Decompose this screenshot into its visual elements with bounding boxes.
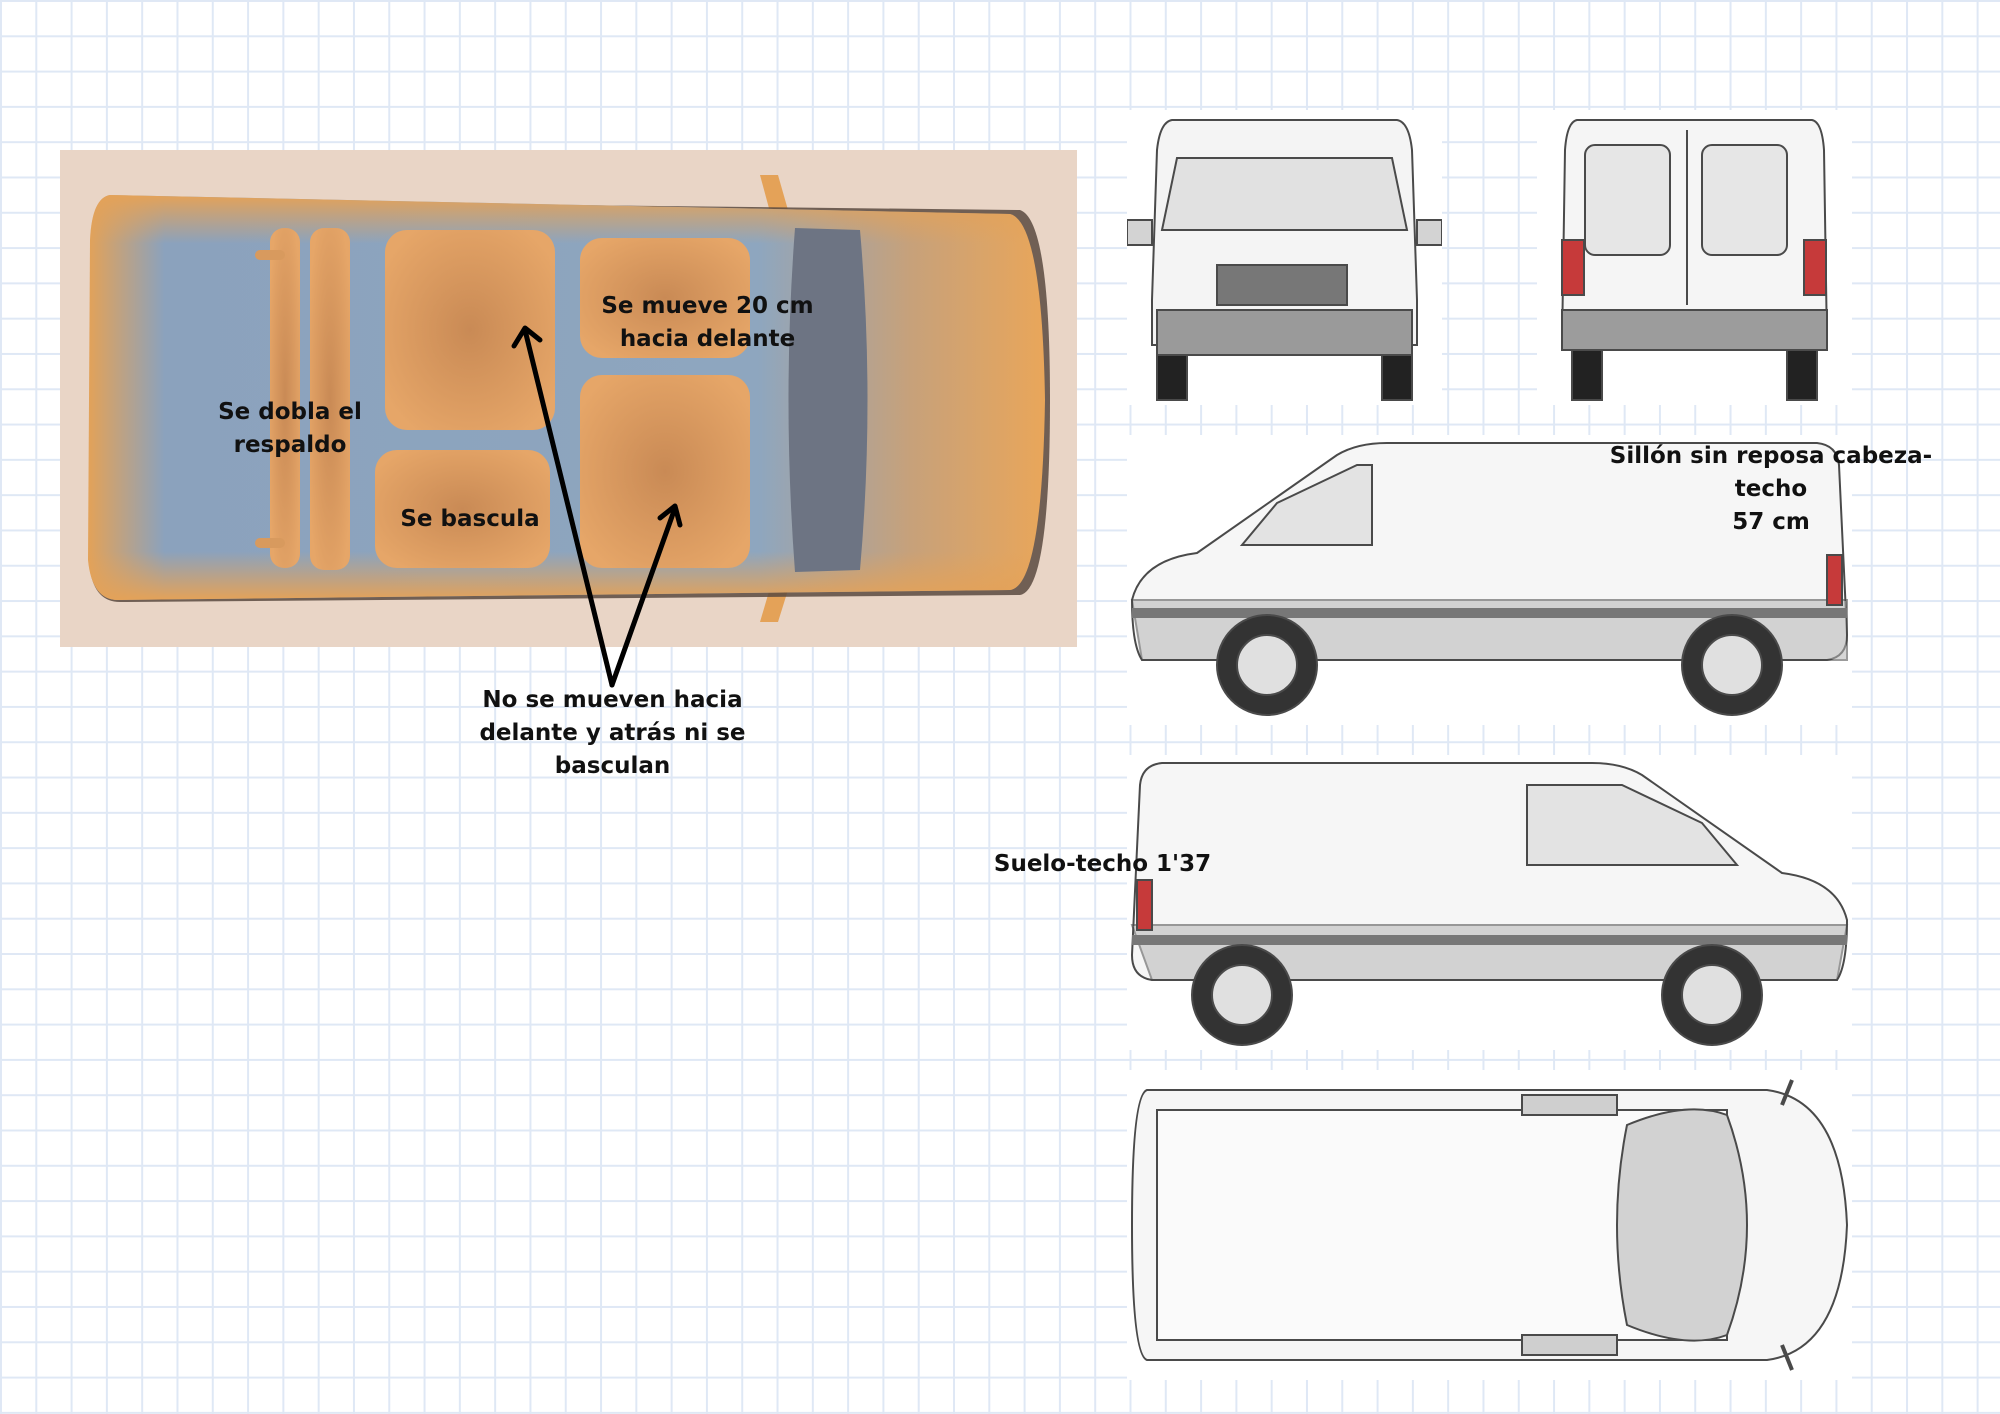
van-side-view-left	[1127, 435, 1852, 725]
label-no-move-line2: delante y atrás ni se	[479, 720, 746, 746]
van-side-view-right	[1127, 755, 1852, 1050]
van-rear-view	[1537, 110, 1852, 405]
rear-bench-back	[270, 228, 300, 568]
label-moves-forward-line2: hacia delante	[619, 326, 796, 352]
rear-bench-seat	[310, 228, 350, 570]
arrow-head-left	[511, 325, 543, 349]
label-no-move-line1: No se mueven hacia	[482, 687, 743, 713]
van-front-view	[1127, 110, 1442, 405]
label-tilts: Se bascula	[400, 506, 540, 532]
arrow-no-move-left	[522, 327, 615, 688]
label-no-move-line3: basculan	[554, 753, 671, 779]
front-seat-bottom	[580, 375, 750, 568]
van-top-view	[1127, 1070, 1852, 1380]
label-folds-backrest: Se dobla el respaldo	[210, 396, 370, 462]
rear-window-right	[1701, 144, 1788, 256]
side-window	[1239, 464, 1373, 546]
side-window-right	[1526, 784, 1740, 866]
middle-seat-top	[385, 230, 555, 430]
label-seat-roof-line1: Sillón sin reposa cabeza-techo	[1609, 443, 1933, 502]
label-seat-roof: Sillón sin reposa cabeza-techo 57 cm	[1576, 440, 1966, 539]
label-seat-roof-line2: 57 cm	[1732, 509, 1810, 535]
top-windshield	[1616, 1108, 1748, 1342]
label-floor-roof: Suelo-techo 1'37	[993, 851, 1212, 877]
label-folds-backrest-line2: respaldo	[233, 432, 347, 458]
windshield	[788, 228, 868, 572]
arrow-no-move-right	[609, 505, 678, 688]
arrow-head-right	[657, 503, 683, 528]
label-moves-forward: Se mueve 20 cm hacia delante	[585, 290, 830, 356]
mirror-top	[760, 175, 788, 212]
front-seat-top	[580, 238, 750, 358]
front-windshield	[1160, 157, 1409, 231]
interior-top-view	[60, 150, 1077, 647]
label-no-move: No se mueven hacia delante y atrás ni se…	[470, 684, 755, 783]
rear-window-left	[1584, 144, 1671, 256]
middle-seat-bottom	[375, 450, 550, 568]
label-folds-backrest-line1: Se dobla el	[218, 399, 362, 425]
label-moves-forward-line1: Se mueve 20 cm	[601, 293, 814, 319]
